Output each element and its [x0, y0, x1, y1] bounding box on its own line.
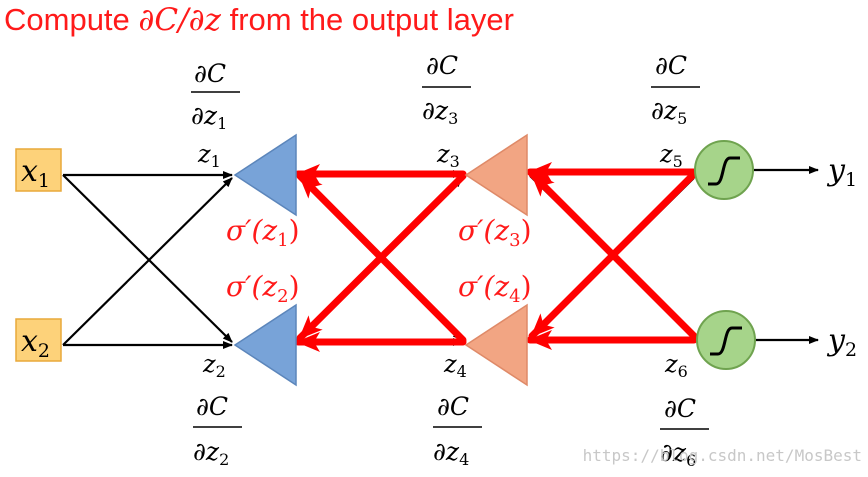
gradient-num: ∂C: [655, 51, 687, 80]
sigma-prime-z1: σ′(z1): [226, 214, 300, 251]
gradient-den: ∂z5: [651, 96, 687, 128]
gradient-dz4: ∂C ∂z4: [433, 392, 482, 469]
neuron-z4: [464, 303, 528, 387]
sigma-prime-z2: σ′(z2): [226, 270, 300, 307]
page-title: Compute ∂C/∂z from the output layer: [4, 2, 514, 38]
title-math: ∂C/∂z: [138, 2, 221, 38]
gradient-den: ∂z4: [433, 437, 469, 469]
gradient-dz2: ∂C ∂z2: [193, 392, 242, 469]
input-box-x2: [15, 318, 62, 362]
gradient-num: ∂C: [194, 59, 226, 88]
forward-connections-input: [62, 171, 233, 349]
sigmoid-icon: [708, 156, 740, 186]
gradient-num: ∂C: [437, 392, 469, 421]
gradient-num: ∂C: [664, 394, 696, 423]
gradient-num: ∂C: [196, 392, 228, 421]
gradient-dz6: ∂C ∂z6: [660, 394, 709, 470]
z-label-5: z5: [659, 140, 683, 171]
output-label-y1: y1: [826, 153, 857, 191]
gradient-den: ∂z2: [193, 437, 229, 469]
title-prefix: Compute: [4, 2, 139, 37]
gradient-num: ∂C: [426, 51, 458, 80]
input-label-x1: x1: [21, 154, 50, 192]
z-label-2: z2: [202, 350, 226, 381]
title-suffix: from the output layer: [220, 2, 514, 37]
neuron-z5: [694, 140, 754, 200]
edge-x1-z2: [62, 174, 233, 343]
gradient-den: ∂z1: [191, 101, 227, 133]
watermark: https://blog.csdn.net/MosBest: [582, 446, 862, 465]
z-label-6: z6: [664, 350, 688, 381]
sigma-prime-z3: σ′(z3): [458, 214, 532, 251]
sigmoid-icon: [710, 326, 742, 356]
output-label-y2: y2: [826, 323, 857, 361]
input-label-x2: x2: [21, 324, 50, 362]
output-arrows: [754, 166, 819, 344]
edge-x2-z1: [62, 177, 233, 346]
z-label-1: z1: [197, 140, 221, 171]
input-x2: x2: [15, 318, 62, 362]
input-box-x1: [15, 148, 62, 192]
neuron-z6: [696, 310, 756, 370]
gradient-dz1: ∂C ∂z1: [191, 59, 240, 133]
gradient-den: ∂z6: [660, 438, 696, 470]
neuron-z2: [233, 303, 297, 387]
input-x1: x1: [15, 148, 62, 192]
forward-connections-hidden: [297, 170, 695, 346]
sigma-prime-z4: σ′(z4): [458, 270, 532, 307]
neuron-z1: [233, 133, 297, 217]
gradient-dz3: ∂C ∂z3: [422, 51, 471, 128]
neuron-z3: [464, 133, 528, 217]
backprop-z3-z2: [296, 172, 467, 342]
z-label-3: z3: [436, 140, 460, 171]
backprop-z5-z4: [528, 170, 698, 340]
z-label-4: z4: [443, 350, 467, 381]
gradient-den: ∂z3: [422, 96, 458, 128]
gradient-dz5: ∂C ∂z5: [651, 51, 700, 128]
backprop-arrows: [294, 162, 698, 352]
